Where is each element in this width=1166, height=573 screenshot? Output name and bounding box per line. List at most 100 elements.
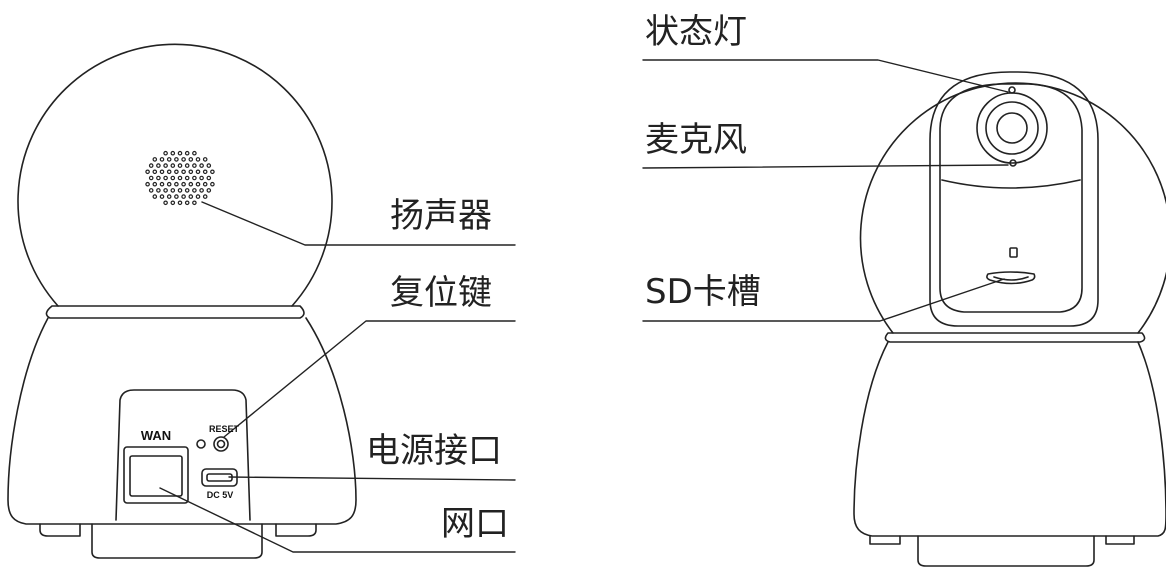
grille-hole bbox=[200, 189, 203, 192]
grille-hole bbox=[193, 189, 196, 192]
grille-hole bbox=[178, 176, 181, 179]
grille-hole bbox=[200, 176, 203, 179]
reset-text: RESET bbox=[209, 424, 240, 434]
dc-text: DC 5V bbox=[207, 490, 234, 500]
grille-hole bbox=[182, 158, 185, 161]
label-speaker: 扬声器 bbox=[390, 196, 492, 236]
base-top-rim bbox=[46, 306, 304, 318]
grille-hole bbox=[171, 201, 174, 204]
reset-hole bbox=[214, 437, 228, 451]
grille-hole bbox=[196, 183, 199, 186]
grille-hole bbox=[189, 195, 192, 198]
camera-head-front bbox=[861, 83, 1166, 333]
face-recess bbox=[930, 72, 1098, 326]
grille-hole bbox=[171, 152, 174, 155]
led-dot-back bbox=[197, 440, 205, 448]
grille-hole bbox=[178, 201, 181, 204]
grille-hole bbox=[171, 189, 174, 192]
lens-capsule bbox=[940, 84, 1082, 312]
grille-hole bbox=[207, 176, 210, 179]
grille-hole bbox=[207, 164, 210, 167]
grille-hole bbox=[160, 158, 163, 161]
grille-hole bbox=[160, 170, 163, 173]
port-panel bbox=[116, 390, 250, 520]
grille-hole bbox=[186, 189, 189, 192]
grille-hole bbox=[168, 158, 171, 161]
grille-hole bbox=[150, 176, 153, 179]
grille-hole bbox=[168, 195, 171, 198]
speaker-grille bbox=[146, 152, 214, 205]
grille-hole bbox=[200, 164, 203, 167]
status-light-dot bbox=[1009, 87, 1015, 93]
grille-hole bbox=[157, 176, 160, 179]
grille-hole bbox=[164, 152, 167, 155]
grille-hole bbox=[193, 152, 196, 155]
grille-hole bbox=[193, 176, 196, 179]
grille-hole bbox=[186, 176, 189, 179]
sd-icon bbox=[1010, 248, 1017, 257]
grille-hole bbox=[153, 195, 156, 198]
grille-hole bbox=[168, 183, 171, 186]
grille-hole bbox=[178, 164, 181, 167]
grille-hole bbox=[153, 158, 156, 161]
grille-hole bbox=[153, 183, 156, 186]
grille-hole bbox=[196, 158, 199, 161]
grille-hole bbox=[164, 189, 167, 192]
grille-hole bbox=[178, 152, 181, 155]
grille-hole bbox=[196, 170, 199, 173]
grille-hole bbox=[211, 183, 214, 186]
base-foot bbox=[92, 524, 262, 558]
leader-reset bbox=[224, 321, 515, 437]
leader-mic bbox=[643, 165, 1008, 168]
label-microphone: 麦克风 bbox=[645, 120, 747, 160]
grille-hole bbox=[175, 195, 178, 198]
grille-hole bbox=[189, 158, 192, 161]
grille-hole bbox=[171, 176, 174, 179]
label-power-port: 电源接口 bbox=[366, 431, 502, 471]
grille-hole bbox=[189, 170, 192, 173]
grille-hole bbox=[189, 183, 192, 186]
label-network-port: 网口 bbox=[441, 504, 509, 544]
grille-hole bbox=[204, 170, 207, 173]
camera-lens bbox=[977, 93, 1047, 163]
grille-hole bbox=[153, 170, 156, 173]
grille-hole bbox=[164, 201, 167, 204]
grille-hole bbox=[186, 152, 189, 155]
grille-hole bbox=[157, 189, 160, 192]
grille-hole bbox=[182, 183, 185, 186]
grille-hole bbox=[150, 164, 153, 167]
grille-hole bbox=[175, 158, 178, 161]
grille-hole bbox=[193, 164, 196, 167]
grille-hole bbox=[186, 201, 189, 204]
grille-hole bbox=[150, 189, 153, 192]
grille-hole bbox=[193, 201, 196, 204]
wan-text: WAN bbox=[141, 428, 171, 443]
camera-head-back bbox=[18, 44, 332, 306]
grille-hole bbox=[168, 170, 171, 173]
grille-hole bbox=[196, 195, 199, 198]
grille-hole bbox=[207, 189, 210, 192]
camera-base-front bbox=[854, 342, 1166, 536]
front-view-camera bbox=[854, 72, 1166, 566]
grille-hole bbox=[175, 170, 178, 173]
grille-hole bbox=[164, 176, 167, 179]
grille-hole bbox=[160, 183, 163, 186]
grille-hole bbox=[146, 183, 149, 186]
grille-hole bbox=[146, 170, 149, 173]
grille-hole bbox=[160, 195, 163, 198]
grille-hole bbox=[211, 170, 214, 173]
label-reset-key: 复位键 bbox=[390, 273, 492, 313]
grille-hole bbox=[182, 195, 185, 198]
grille-hole bbox=[175, 183, 178, 186]
grille-hole bbox=[186, 164, 189, 167]
label-sd-slot: SD卡槽 bbox=[645, 272, 761, 312]
back-view-camera bbox=[8, 44, 356, 558]
grille-hole bbox=[182, 170, 185, 173]
grille-hole bbox=[204, 158, 207, 161]
grille-hole bbox=[204, 195, 207, 198]
leader-power bbox=[229, 477, 515, 480]
grille-hole bbox=[164, 164, 167, 167]
label-status-light: 状态灯 bbox=[645, 12, 747, 52]
